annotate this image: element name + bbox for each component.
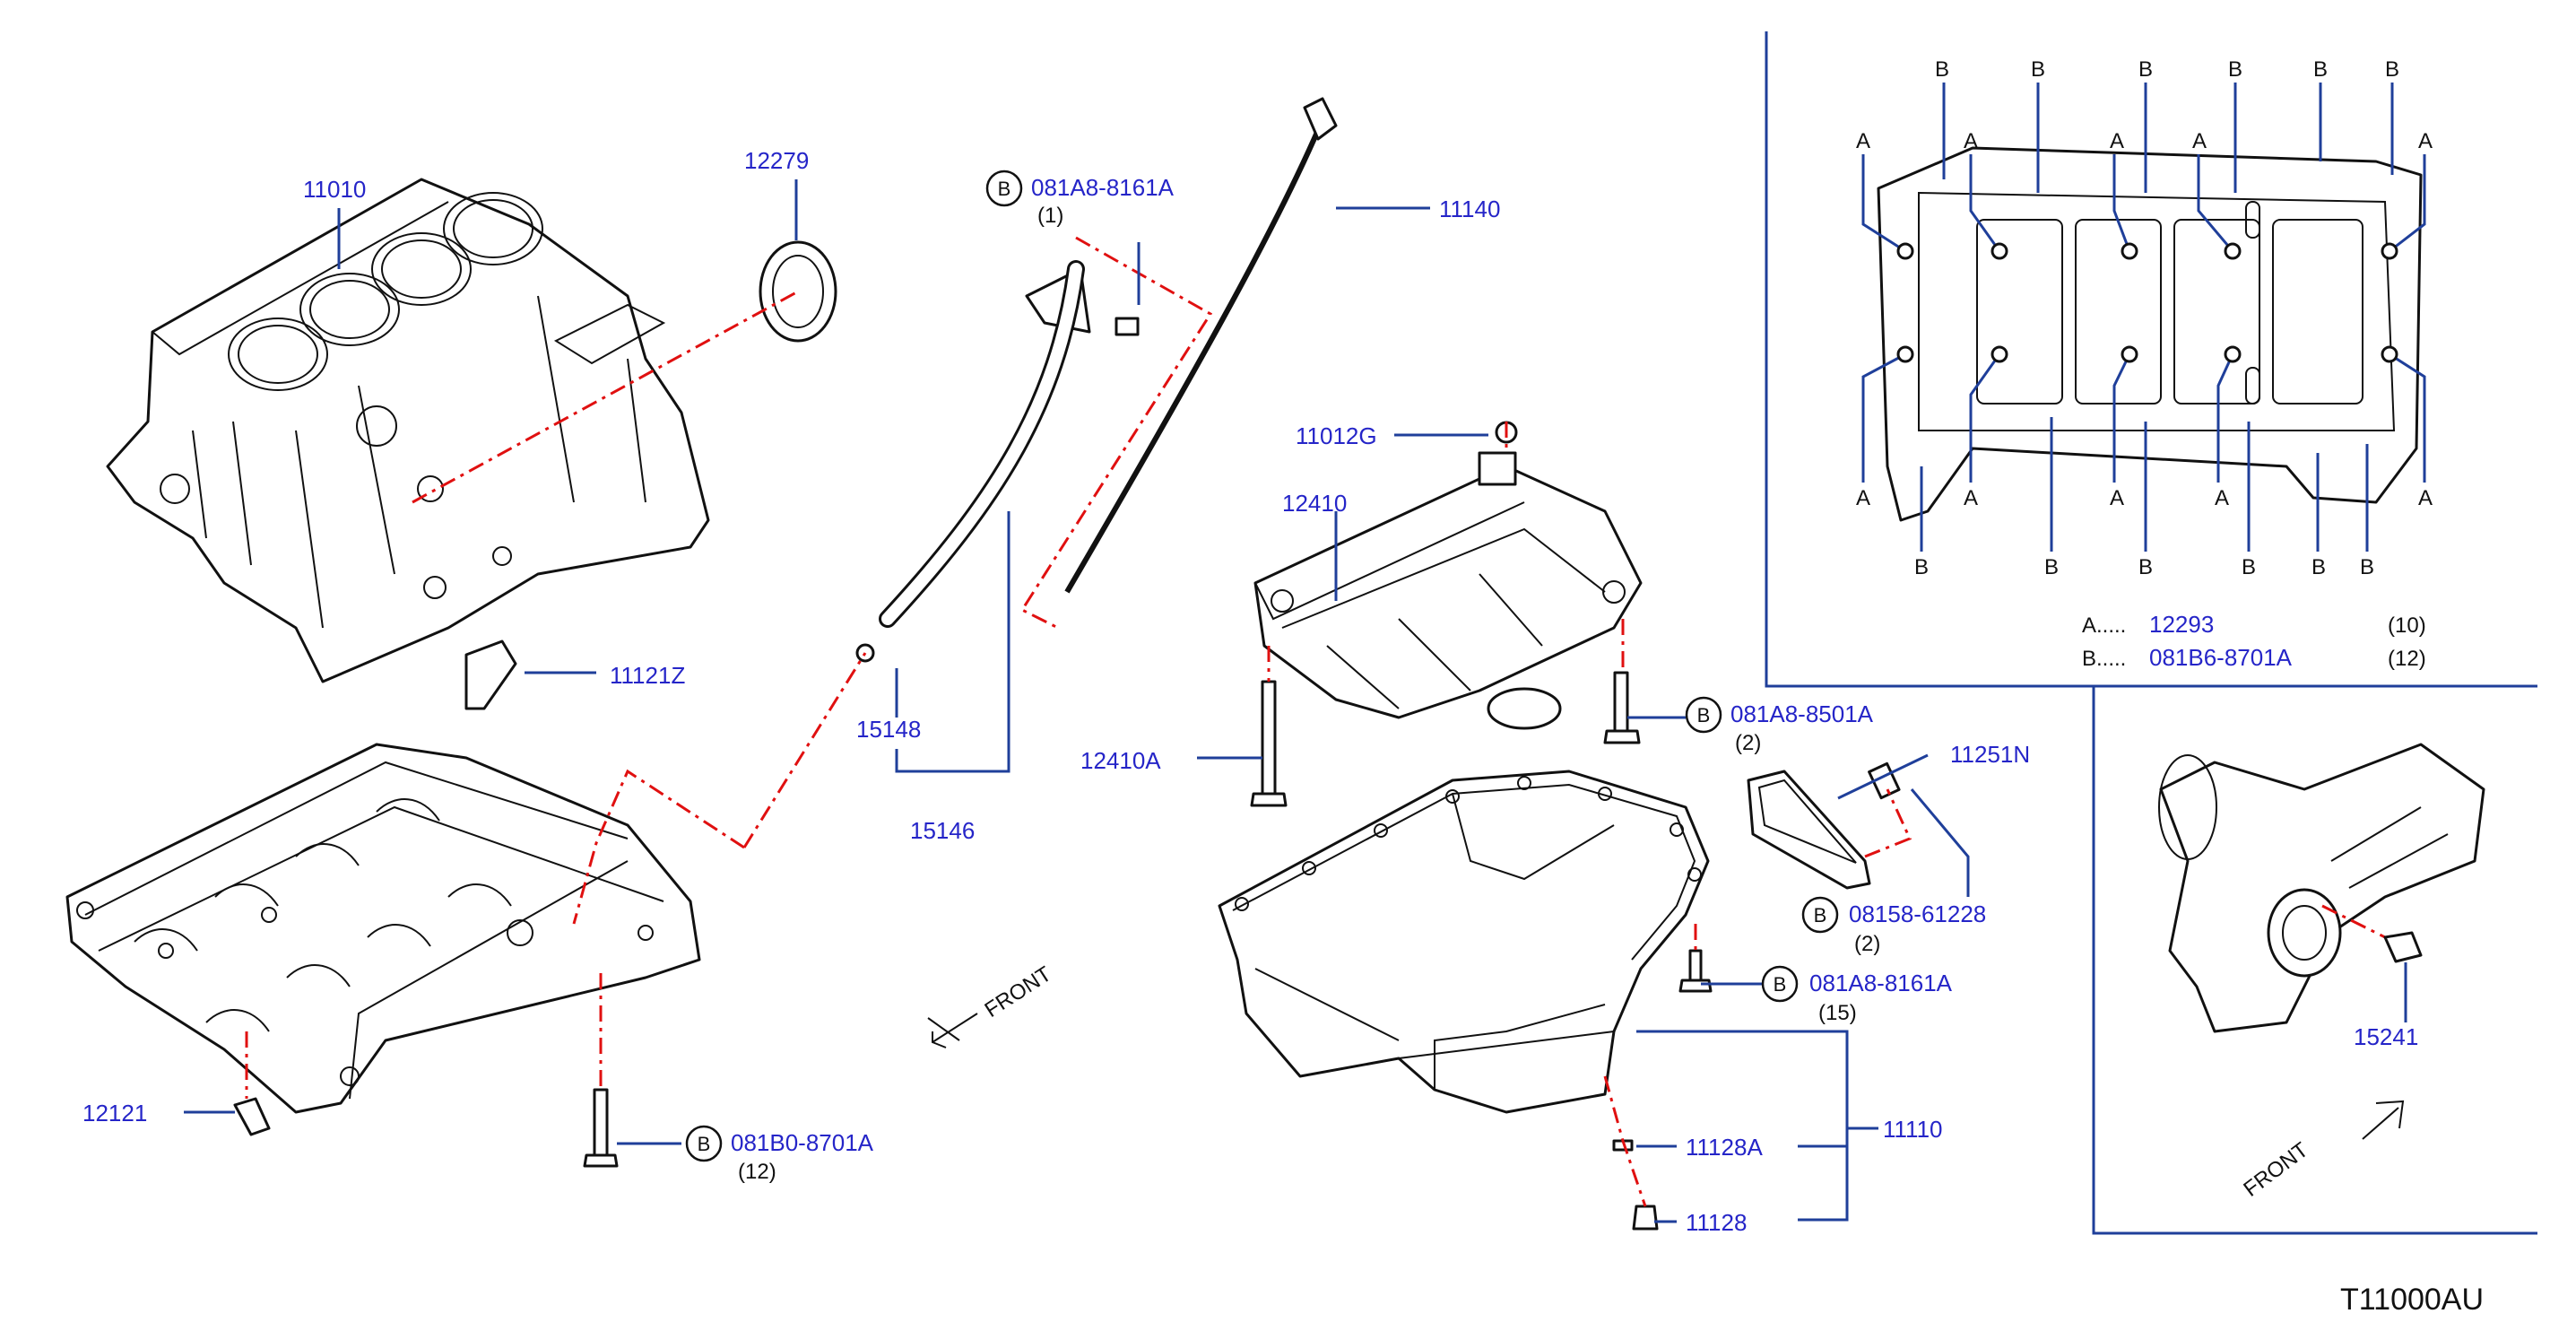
bolt-marker-b: B <box>698 1133 711 1155</box>
marker-a: A <box>1856 129 1870 153</box>
oil-pan-bolt-drawing <box>1678 949 1713 993</box>
inset-markers-b: B B B B B B B B B B B B <box>1914 57 2399 579</box>
legend-b-key: B..... <box>2082 647 2126 671</box>
bolt-marker-circle <box>685 1125 723 1162</box>
bolt-marker-b: B <box>1774 973 1787 996</box>
quantity-15: (15) <box>1818 1001 1857 1025</box>
inset-plug-15241: 15241 FRONT <box>2092 686 2537 1235</box>
part-number-08158-61228[interactable]: 08158-61228 <box>1849 900 1986 927</box>
part-number-labels: 11010 12279 B 081A8-8161A (1) 11140 1112… <box>82 147 2030 1236</box>
rear-oil-seal-drawing <box>759 240 837 343</box>
marker-b: B <box>2385 57 2399 82</box>
marker-a: A <box>2110 129 2124 153</box>
bracket-12121-drawing <box>233 1097 271 1136</box>
inset-block-bottom-view <box>1877 146 2423 522</box>
marker-a: A <box>1964 486 1978 510</box>
marker-a: A <box>2418 486 2433 510</box>
front-label-left: FRONT <box>981 961 1056 1022</box>
bolt-marker-b: B <box>1814 904 1827 926</box>
part-number-081B0-8701A[interactable]: 081B0-8701A <box>731 1129 874 1156</box>
part-number-12279[interactable]: 12279 <box>744 147 809 174</box>
inset-markers-a: A A A A A A A A A A <box>1856 129 2433 510</box>
part-number-11010[interactable]: 11010 <box>303 176 366 203</box>
part-number-12121[interactable]: 12121 <box>82 1100 147 1127</box>
bed-plate-drawing <box>65 743 701 1114</box>
marker-b: B <box>2360 555 2374 579</box>
marker-b: B <box>2031 57 2045 82</box>
part-number-081A8-8161A[interactable]: 081A8-8161A <box>1031 174 1175 201</box>
sealant-tube-drawing <box>464 639 517 710</box>
front-label-right: FRONT <box>2239 1137 2313 1202</box>
part-number-11251N[interactable]: 11251N <box>1950 741 2030 768</box>
marker-b: B <box>2138 555 2153 579</box>
bed-plate-bolt-drawing <box>583 1088 619 1168</box>
oil-pan-drawing <box>1218 770 1710 1114</box>
quantity-12: (12) <box>738 1160 776 1184</box>
bolt-marker-circle <box>1761 965 1799 1003</box>
part-number-081A8-8501A[interactable]: 081A8-8501A <box>1730 700 1874 727</box>
quantity-2: (2) <box>1854 932 1880 956</box>
marker-a: A <box>1964 129 1978 153</box>
marker-b: B <box>2242 555 2256 579</box>
part-number-12410A[interactable]: 12410A <box>1080 747 1161 774</box>
plug-15241-drawing <box>2383 931 2423 963</box>
legend-a-key: A..... <box>2082 613 2126 638</box>
front-arrow-left <box>927 1017 960 1048</box>
bolt-marker-b: B <box>998 178 1011 200</box>
part-number-081A8-8161A[interactable]: 081A8-8161A <box>1809 970 1953 996</box>
inset-block-bolts: A A A A A A A A A A B B B B B B B B B B … <box>1765 31 2537 688</box>
marker-a: A <box>2110 486 2124 510</box>
dipstick-guide-drawing <box>855 260 1140 663</box>
part-number-15146[interactable]: 15146 <box>910 817 975 844</box>
marker-b: B <box>1914 555 1929 579</box>
oil-pump-drawing <box>1253 421 1643 730</box>
marker-b: B <box>2228 57 2242 82</box>
marker-a: A <box>2215 486 2229 510</box>
part-number-11110[interactable]: 11110 <box>1883 1116 1943 1143</box>
front-indicator-left: FRONT <box>927 961 1056 1048</box>
marker-b: B <box>2311 555 2326 579</box>
part-number-11128A[interactable]: 11128A <box>1686 1134 1763 1161</box>
bolt-marker-circle <box>985 170 1023 207</box>
cover-11251N-drawing <box>1747 761 1901 890</box>
marker-b: B <box>2138 57 2153 82</box>
part-number-12410[interactable]: 12410 <box>1282 490 1347 517</box>
inset-marker-leaders <box>1861 83 2426 552</box>
legend-b-part-number[interactable]: 081B6-8701A <box>2149 644 2293 671</box>
part-number-15148[interactable]: 15148 <box>856 716 921 743</box>
leader-lines <box>184 179 1970 1223</box>
marker-a: A <box>2192 129 2207 153</box>
marker-a: A <box>2418 129 2433 153</box>
drain-plug-drawing <box>1612 1139 1659 1231</box>
marker-b: B <box>2044 555 2059 579</box>
part-number-11140[interactable]: 11140 <box>1439 196 1500 222</box>
part-number-11128[interactable]: 11128 <box>1686 1209 1747 1236</box>
diagram-code: T11000AU <box>2340 1283 2484 1317</box>
part-number-11012G[interactable]: 11012G <box>1296 422 1377 449</box>
bolt-marker-b: B <box>1697 704 1711 726</box>
marker-a: A <box>1856 486 1870 510</box>
cylinder-block-drawing <box>106 178 710 683</box>
dipstick-drawing <box>1064 97 1338 594</box>
part-number-11121Z[interactable]: 11121Z <box>610 662 685 689</box>
legend-a-part-number[interactable]: 12293 <box>2149 611 2214 638</box>
part-number-15241[interactable]: 15241 <box>2354 1023 2418 1050</box>
bolt-marker-circle <box>1801 896 1839 934</box>
front-arrow-right <box>2362 1100 2405 1140</box>
legend-a-quantity: (10) <box>2388 613 2426 638</box>
bolt-marker-circle <box>1685 696 1722 734</box>
phantom-lines <box>245 236 1912 1207</box>
inset-legend: A..... 12293 (10) B..... 081B6-8701A (12… <box>2082 611 2426 671</box>
legend-b-quantity: (12) <box>2388 647 2426 671</box>
marker-b: B <box>2313 57 2328 82</box>
marker-b: B <box>1935 57 1949 82</box>
quantity-2: (2) <box>1735 731 1761 755</box>
quantity-1: (1) <box>1037 204 1063 228</box>
